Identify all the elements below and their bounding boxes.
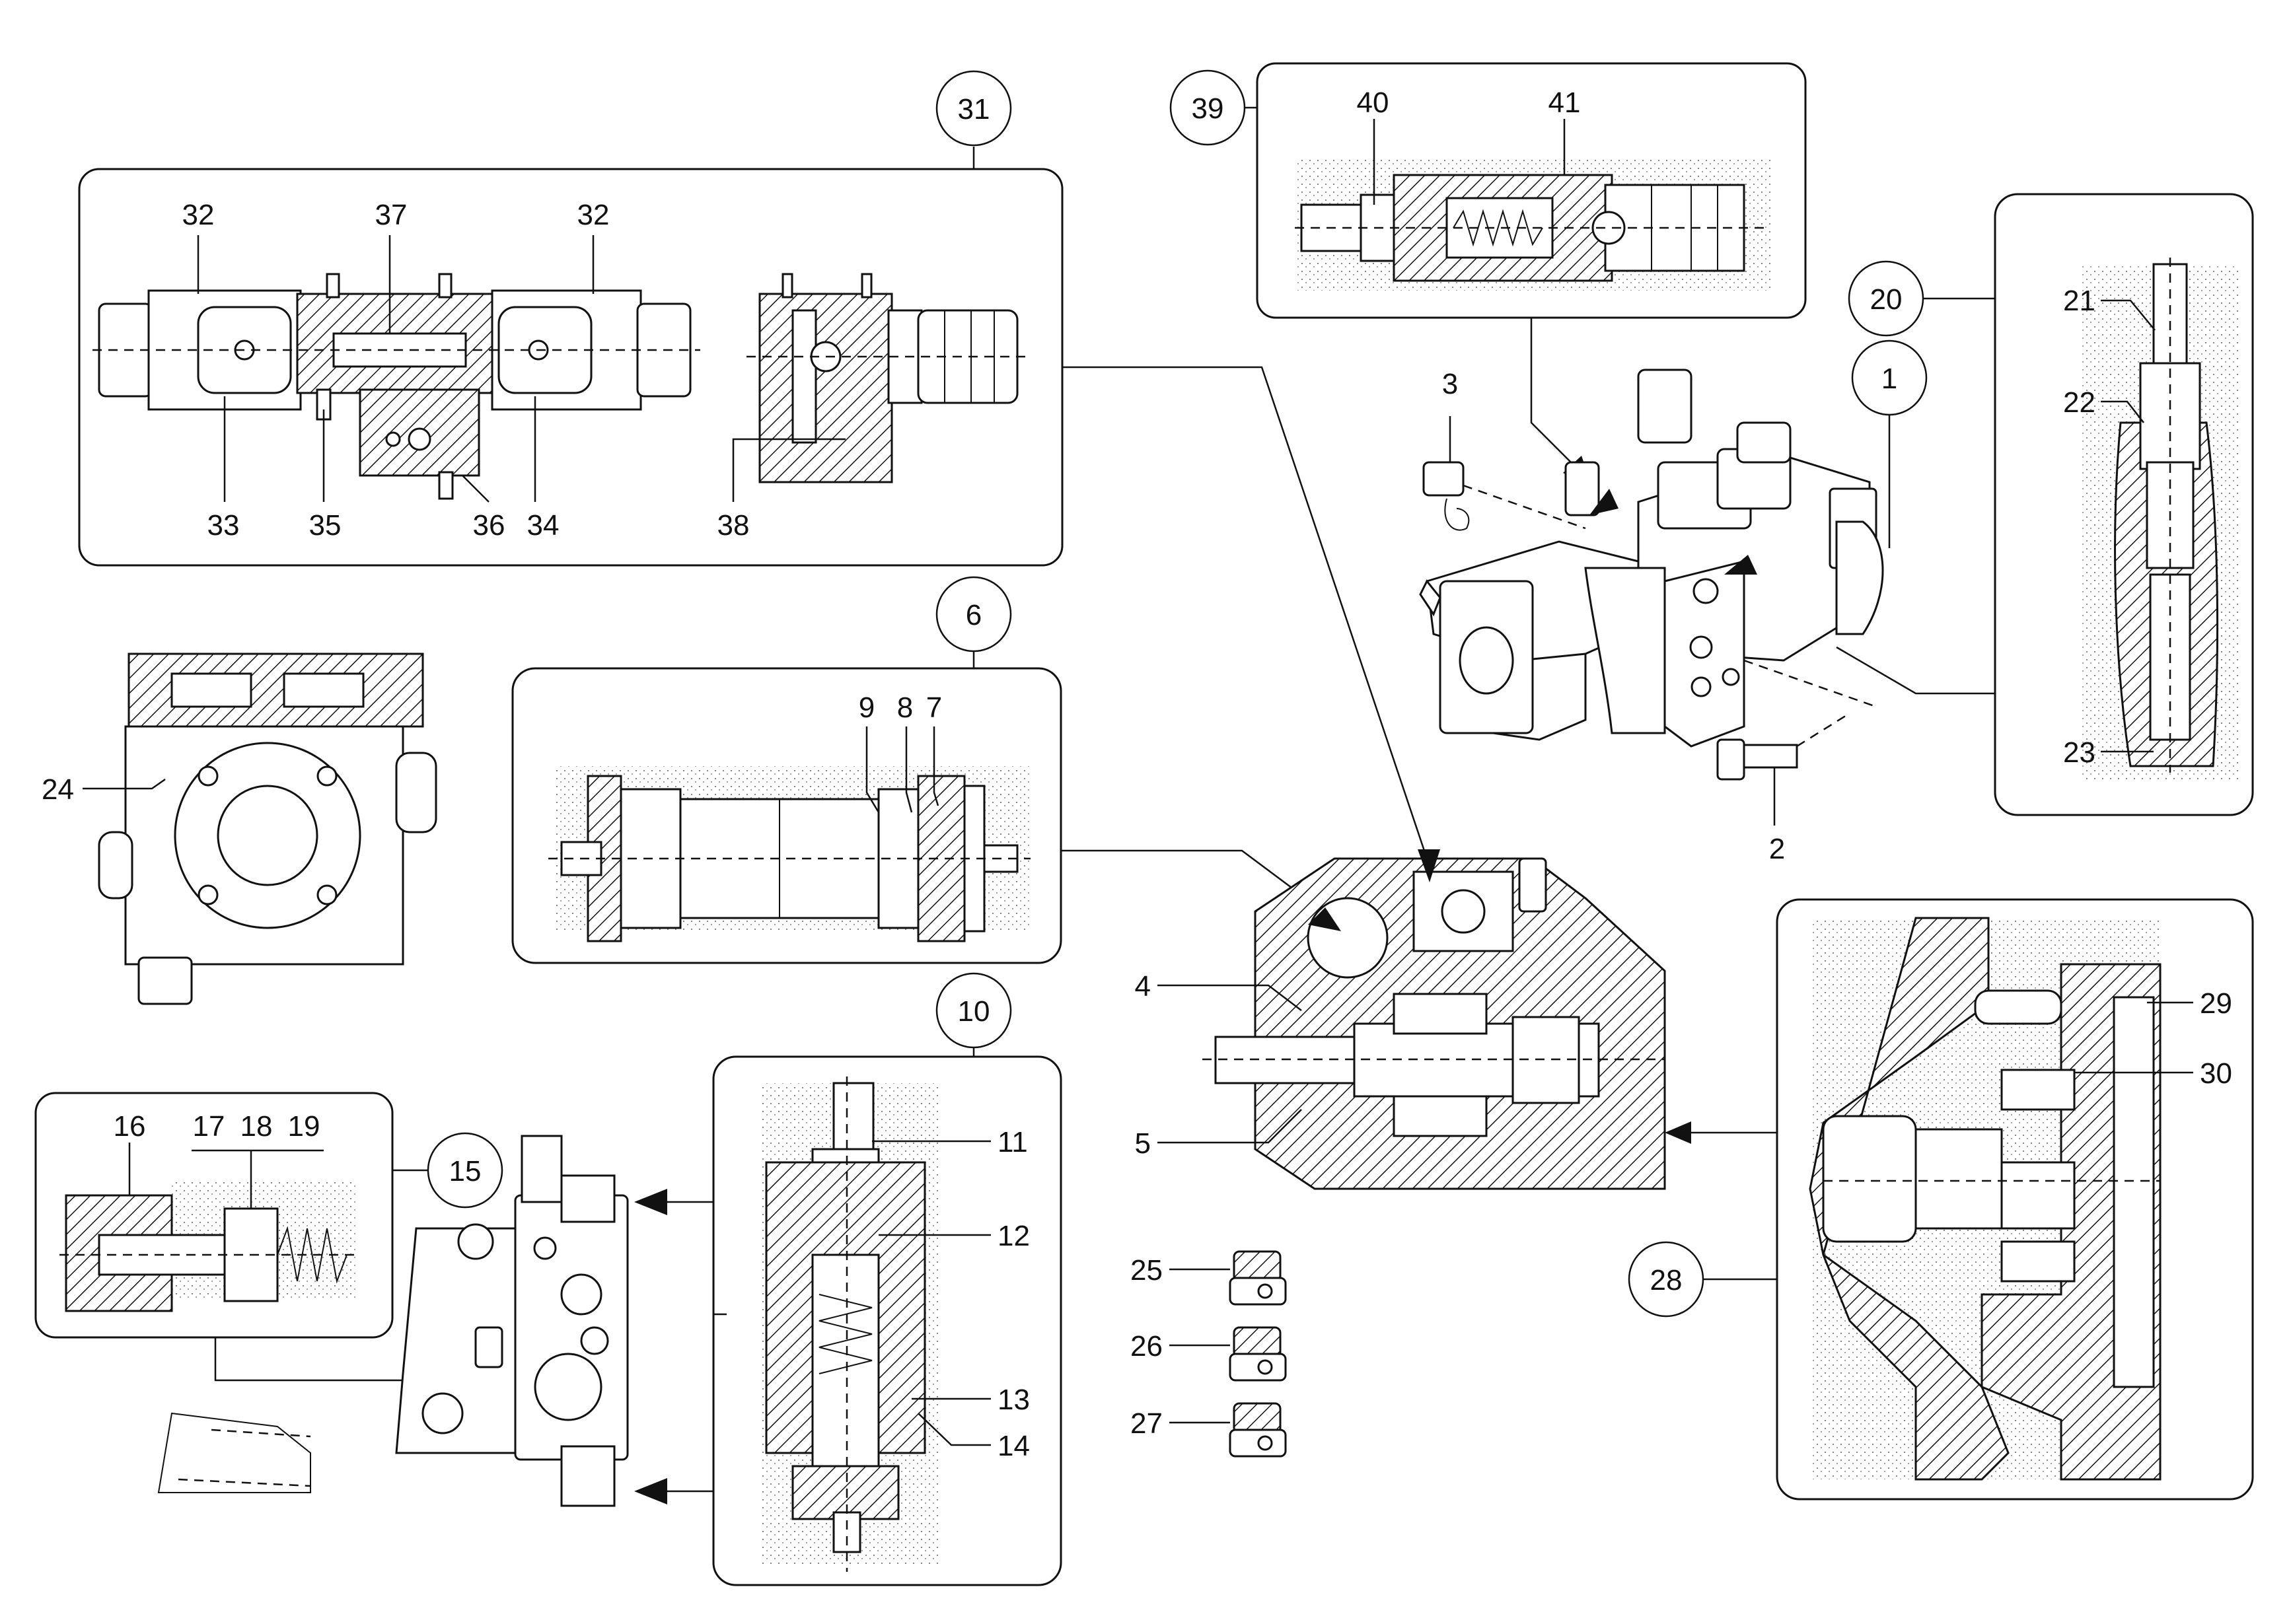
callout-13: 13: [998, 1384, 1030, 1416]
callout-21: 21: [2063, 285, 2095, 317]
callout-22: 22: [2063, 386, 2095, 419]
side-view-24: 24: [42, 653, 437, 1005]
callout-16: 16: [114, 1110, 146, 1143]
callout-31: 31: [958, 93, 990, 125]
panel-6-shaft-seal: 6 9 8 7: [511, 576, 1342, 964]
callout-18: 18: [240, 1110, 273, 1143]
callout-1: 1: [1881, 363, 1897, 395]
callout-3: 3: [1442, 368, 1458, 400]
callout-14: 14: [998, 1430, 1030, 1462]
panel-31-solenoid-valve: 31: [78, 70, 1064, 567]
callout-30: 30: [2200, 1057, 2232, 1090]
callout-2: 2: [1769, 833, 1785, 865]
callout-11: 11: [998, 1126, 1028, 1158]
callout-26: 26: [1130, 1330, 1163, 1362]
callout-12: 12: [998, 1220, 1030, 1252]
pump-cross-section: 4 5: [1062, 366, 1777, 1190]
panel-39-relief-valve: 39 40 41: [1169, 62, 1807, 487]
callout-39: 39: [1192, 92, 1224, 125]
panel-20-cartridge: 20 21 22 23: [1836, 193, 2254, 816]
callout-5: 5: [1135, 1127, 1151, 1160]
plug-27: [1229, 1402, 1287, 1458]
callout-4: 4: [1135, 970, 1151, 1003]
callout-32-right: 32: [577, 199, 610, 231]
plug-26: [1229, 1326, 1287, 1382]
callout-41: 41: [1548, 87, 1581, 119]
valve-block-view: [157, 1135, 727, 1507]
callout-8: 8: [897, 691, 913, 724]
callout-24: 24: [42, 773, 74, 806]
callout-19: 19: [288, 1110, 320, 1143]
callout-15: 15: [449, 1155, 482, 1187]
callout-40: 40: [1357, 87, 1389, 119]
callout-10: 10: [958, 995, 990, 1028]
callout-9: 9: [859, 691, 875, 724]
panel-10-pilot-valve: 10 11 12 13 14: [712, 972, 1062, 1586]
callout-32-left: 32: [182, 199, 215, 231]
panel-28-through-drive: 28 29 30: [1628, 898, 2254, 1500]
callout-7: 7: [926, 691, 942, 724]
panel-15-check-valve: 15 16 17 18 19: [34, 1092, 536, 1392]
pump-assembly-view: 1 3 2: [1419, 339, 1928, 865]
callout-17: 17: [193, 1110, 225, 1143]
callout-20: 20: [1870, 283, 1903, 316]
callout-25: 25: [1130, 1254, 1163, 1287]
callout-35: 35: [309, 509, 342, 542]
plugs-25-27: 25 26 27: [1130, 1250, 1287, 1458]
callout-36: 36: [473, 509, 505, 542]
plug-25: [1229, 1250, 1287, 1306]
callout-34: 34: [527, 509, 560, 542]
callout-27: 27: [1130, 1407, 1163, 1440]
callout-23: 23: [2063, 736, 2095, 769]
callout-28: 28: [1650, 1264, 1683, 1296]
callout-29: 29: [2200, 987, 2232, 1020]
callout-33: 33: [207, 509, 240, 542]
callout-6: 6: [966, 599, 982, 631]
callout-38: 38: [717, 509, 750, 542]
callout-37: 37: [375, 199, 408, 231]
